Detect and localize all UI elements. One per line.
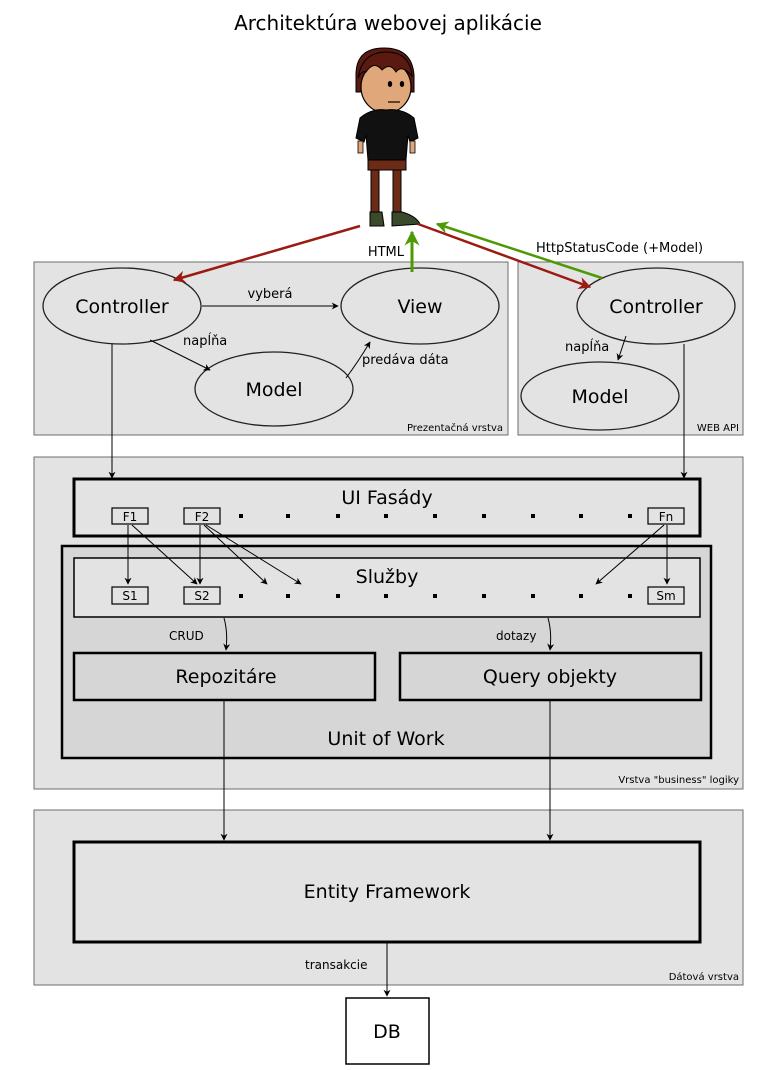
presentation-controller-node (42, 267, 202, 345)
service-sm-box (647, 586, 685, 605)
transactions-label: transakcie (305, 958, 367, 972)
facade-f2-box (183, 507, 221, 525)
facade-ellipsis (239, 514, 632, 518)
facade-f1-label: F1 (123, 510, 138, 524)
facade-fn-label: Fn (659, 510, 674, 524)
fills-label: napĺňa (183, 333, 227, 349)
request-arrow-presentation (172, 224, 361, 283)
web-api-label: WEB API (697, 423, 739, 434)
passes-data-arrow (345, 341, 371, 379)
crud-arrow (223, 617, 231, 651)
view-node (340, 267, 500, 345)
service-s2-label: S2 (194, 589, 209, 603)
api-controller-label: Controller (609, 296, 703, 318)
entity-framework-box (72, 840, 702, 944)
services-box (73, 557, 701, 618)
queries-label: dotazy (496, 629, 536, 643)
ui-facades-title: UI Fasády (341, 487, 432, 509)
unit-of-work-label: Unit of Work (327, 728, 444, 750)
service-ellipsis (239, 594, 632, 598)
user-figure (355, 47, 421, 227)
entity-framework-label: Entity Framework (304, 881, 471, 903)
status-code-label: HttpStatusCode (+Model) (536, 241, 703, 256)
service-s1-label: S1 (122, 589, 137, 603)
html-label: HTML (368, 245, 405, 260)
repositories-box (72, 651, 377, 702)
query-objects-label: Query objekty (483, 666, 617, 688)
db-box (345, 997, 430, 1065)
api-model-label: Model (571, 386, 628, 408)
status-response-arrow (435, 221, 603, 280)
api-controller-node (576, 267, 736, 345)
db-label: DB (373, 1021, 401, 1043)
service-s1-box (111, 586, 149, 605)
query-objects-box (398, 651, 703, 702)
repositories-label: Repozitáre (175, 666, 276, 688)
api-fills-label: napĺňa (565, 339, 609, 355)
view-label: View (397, 296, 442, 318)
data-layer-label: Dátová vrstva (669, 971, 739, 983)
facade-service-arrows (124, 524, 671, 585)
request-arrow-api (417, 222, 592, 289)
fills-arrow (149, 339, 211, 371)
selects-label: vyberá (248, 287, 293, 302)
facade-fn-box (647, 507, 685, 525)
crud-label: CRUD (169, 629, 204, 643)
presentation-model-label: Model (245, 379, 302, 401)
presentation-controller-label: Controller (75, 296, 169, 318)
presentation-layer-label: Prezentačná vrstva (407, 422, 503, 434)
api-fills-arrow (616, 335, 627, 361)
api-model-node (520, 361, 680, 431)
ui-facades-box (72, 477, 702, 538)
passes-data-label: predáva dáta (362, 353, 449, 368)
facade-f1-box (111, 507, 149, 525)
facade-f2-label: F2 (195, 510, 210, 524)
services-title: Služby (356, 566, 419, 588)
presentation-model-node (194, 351, 354, 427)
queries-arrow (547, 617, 555, 651)
diagram-title: Architektúra webovej aplikácie (234, 11, 542, 35)
service-sm-label: Sm (656, 589, 675, 603)
business-layer-label: Vrstva "business" logiky (618, 775, 739, 786)
service-s2-box (183, 586, 221, 605)
